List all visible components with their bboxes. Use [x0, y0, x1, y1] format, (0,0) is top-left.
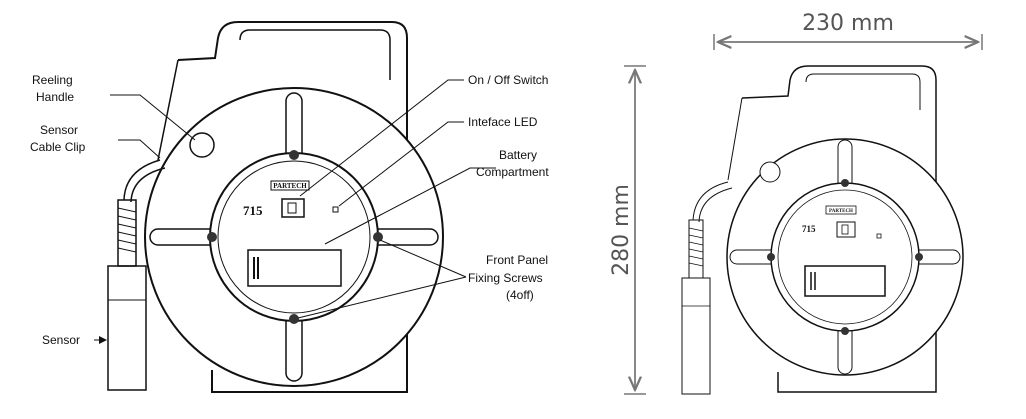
on-off-switch [281, 198, 305, 218]
small-brand-label: PARTECH [829, 209, 853, 214]
small-model-number: 715 [802, 224, 816, 234]
label-sensor: Sensor [42, 333, 80, 347]
battery-compartment [247, 249, 342, 287]
label-battery-compartment: Battery Compartment [476, 148, 549, 179]
label-sensor-cable-clip: Sensor Cable Clip [30, 123, 86, 154]
reeling-handle-knob [189, 132, 215, 158]
front-panel [209, 152, 379, 322]
large-reel: PARTECH 715 [107, 21, 444, 393]
fixing-screws [207, 150, 383, 324]
label-reeling-handle: Reeling Handle [32, 73, 76, 104]
label-interface-led: Inteface LED [468, 115, 538, 129]
brand-label: PARTECH [273, 182, 307, 190]
model-number: 715 [243, 203, 263, 218]
interface-led [332, 206, 339, 213]
sensor-body [107, 265, 147, 391]
label-front-panel-screws: Front Panel Fixing Screws (4off) [468, 253, 551, 302]
height-label: 280 mm [609, 184, 634, 276]
label-on-off-switch: On / Off Switch [468, 73, 548, 87]
width-dimension: 230 mm [713, 11, 983, 50]
width-label: 230 mm [802, 11, 894, 36]
leader-lines [94, 79, 496, 344]
small-reel: PARTECH 715 [681, 65, 964, 395]
height-dimension: 280 mm [609, 65, 646, 395]
